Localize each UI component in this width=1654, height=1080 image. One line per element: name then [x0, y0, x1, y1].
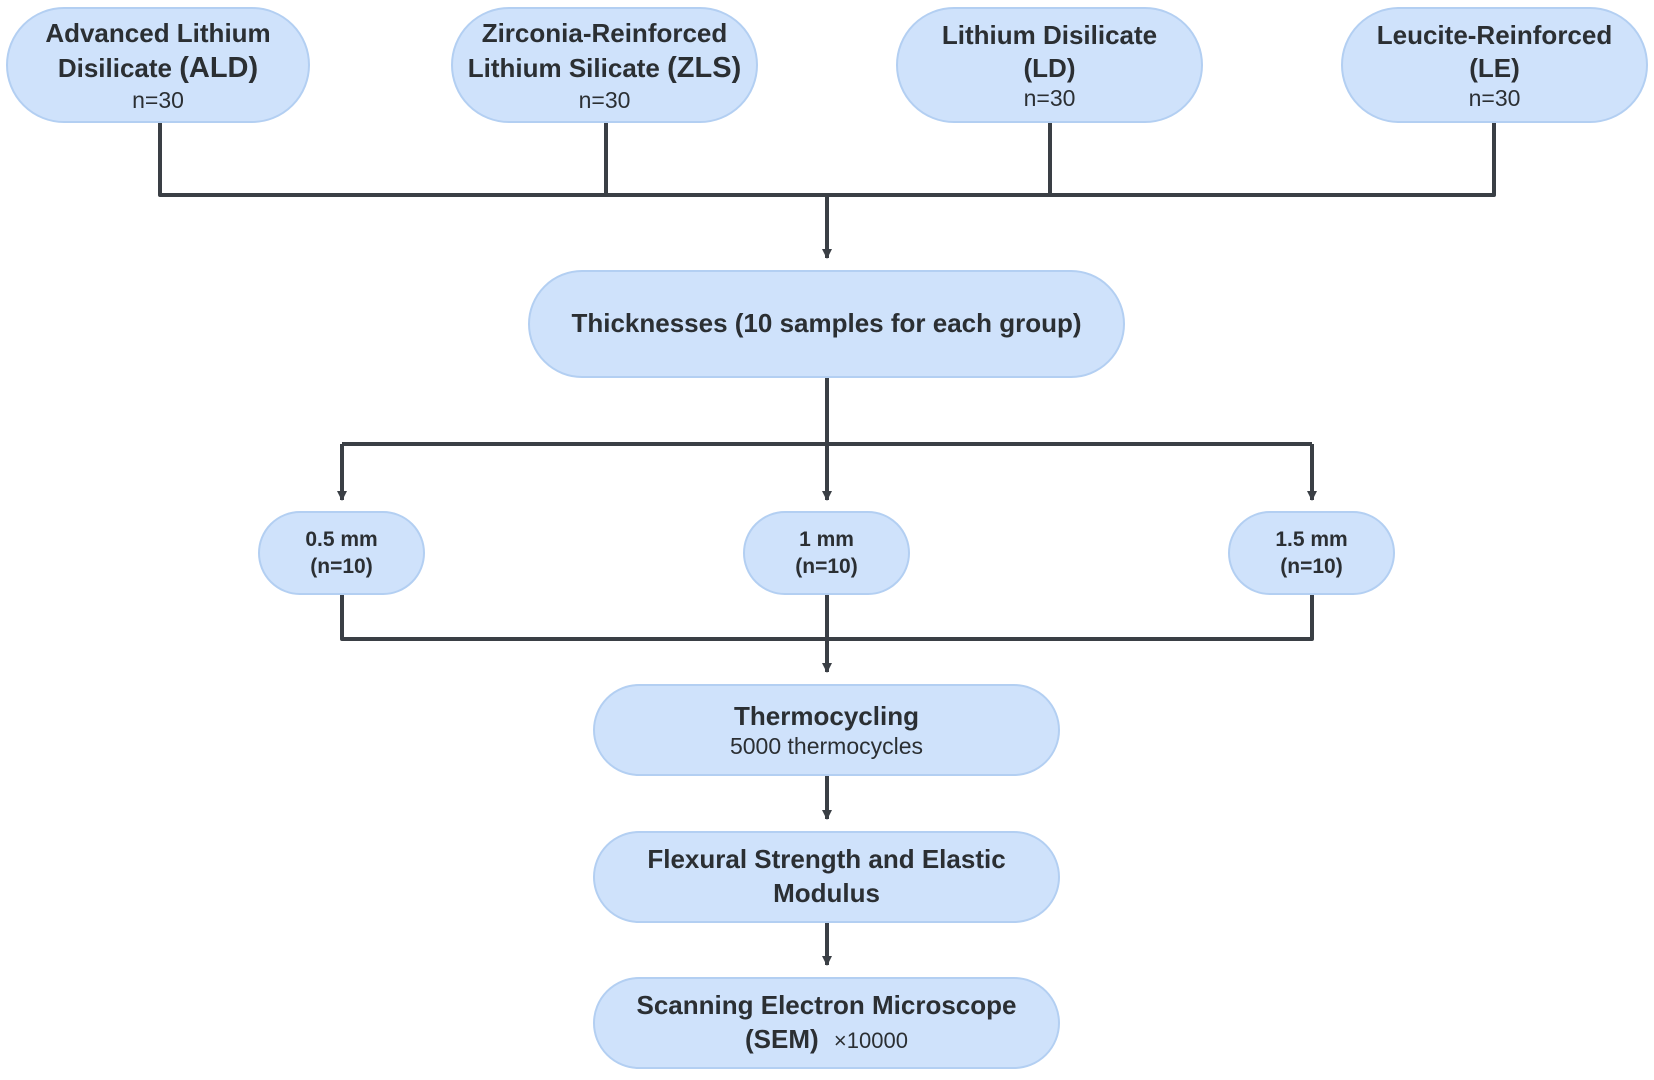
sem-title-line2: (SEM) — [745, 1024, 819, 1054]
connector-thickness-split — [342, 378, 1312, 446]
group-le-title-line2: (LE) — [1469, 53, 1520, 84]
group-zls-title-line2: Lithium Silicate — [467, 53, 660, 84]
thickness-1-5mm-label: 1.5 mm — [1275, 527, 1348, 551]
thicknesses-title: Thicknesses (10 samples for each group) — [571, 308, 1082, 339]
group-ald-title-line2-wrap: Disilicate (ALD) — [45, 50, 270, 88]
thermocycling-detail: 5000 thermocycles — [729, 733, 924, 760]
thickness-1mm-node: 1 mm (n=10) — [743, 511, 910, 595]
flexural-title-line2: Modulus — [773, 878, 880, 908]
group-le-count: n=30 — [1468, 85, 1521, 112]
group-ld-title-line2: (LD) — [1023, 53, 1076, 84]
group-ld-count: n=30 — [1023, 85, 1076, 112]
sem-magnification: ×10000 — [833, 1028, 908, 1053]
group-le-node: Leucite-Reinforced (LE) n=30 — [1341, 7, 1648, 123]
sem-title-line2-wrap: (SEM) ×10000 — [637, 1023, 1017, 1057]
thickness-0-5mm-count: (n=10) — [310, 555, 373, 578]
connector-groups-merge — [158, 123, 1496, 197]
sem-node: Scanning Electron Microscope (SEM) ×1000… — [593, 977, 1060, 1069]
group-ald-node: Advanced Lithium Disilicate (ALD) n=30 — [6, 7, 310, 123]
group-le-title-line1: Leucite-Reinforced — [1376, 19, 1613, 50]
thickness-0-5mm-label: 0.5 mm — [305, 527, 378, 551]
thickness-1-5mm-node: 1.5 mm (n=10) — [1228, 511, 1395, 595]
thickness-1mm-count: (n=10) — [795, 555, 858, 578]
group-zls-title-line2-wrap: Lithium Silicate (ZLS) — [468, 50, 741, 88]
thermocycling-title: Thermocycling — [734, 701, 919, 732]
sem-title-line1: Scanning Electron Microscope — [636, 990, 1017, 1021]
group-zls-abbr: (ZLS) — [667, 52, 742, 85]
thicknesses-node: Thicknesses (10 samples for each group) — [528, 270, 1125, 378]
thermocycling-node: Thermocycling 5000 thermocycles — [593, 684, 1060, 776]
thickness-1mm-label: 1 mm — [799, 527, 854, 551]
connector-levels-merge — [340, 595, 1314, 641]
flexural-title-line1: Flexural Strength and Elastic — [647, 844, 1006, 875]
flexural-node: Flexural Strength and Elastic Modulus — [593, 831, 1060, 923]
group-ald-title-line2: Disilicate — [57, 53, 172, 84]
group-zls-title-line1: Zirconia-Reinforced — [481, 17, 728, 48]
group-ld-title-line1: Lithium Disilicate — [941, 19, 1158, 50]
group-ald-abbr: (ALD) — [179, 52, 259, 85]
group-zls-count: n=30 — [578, 87, 631, 114]
group-ald-count: n=30 — [132, 87, 184, 114]
thickness-0-5mm-node: 0.5 mm (n=10) — [258, 511, 425, 595]
group-ald-title-line1: Advanced Lithium — [45, 17, 271, 48]
group-zls-node: Zirconia-Reinforced Lithium Silicate (ZL… — [451, 7, 758, 123]
thickness-1-5mm-count: (n=10) — [1280, 555, 1343, 578]
group-ld-node: Lithium Disilicate (LD) n=30 — [896, 7, 1203, 123]
